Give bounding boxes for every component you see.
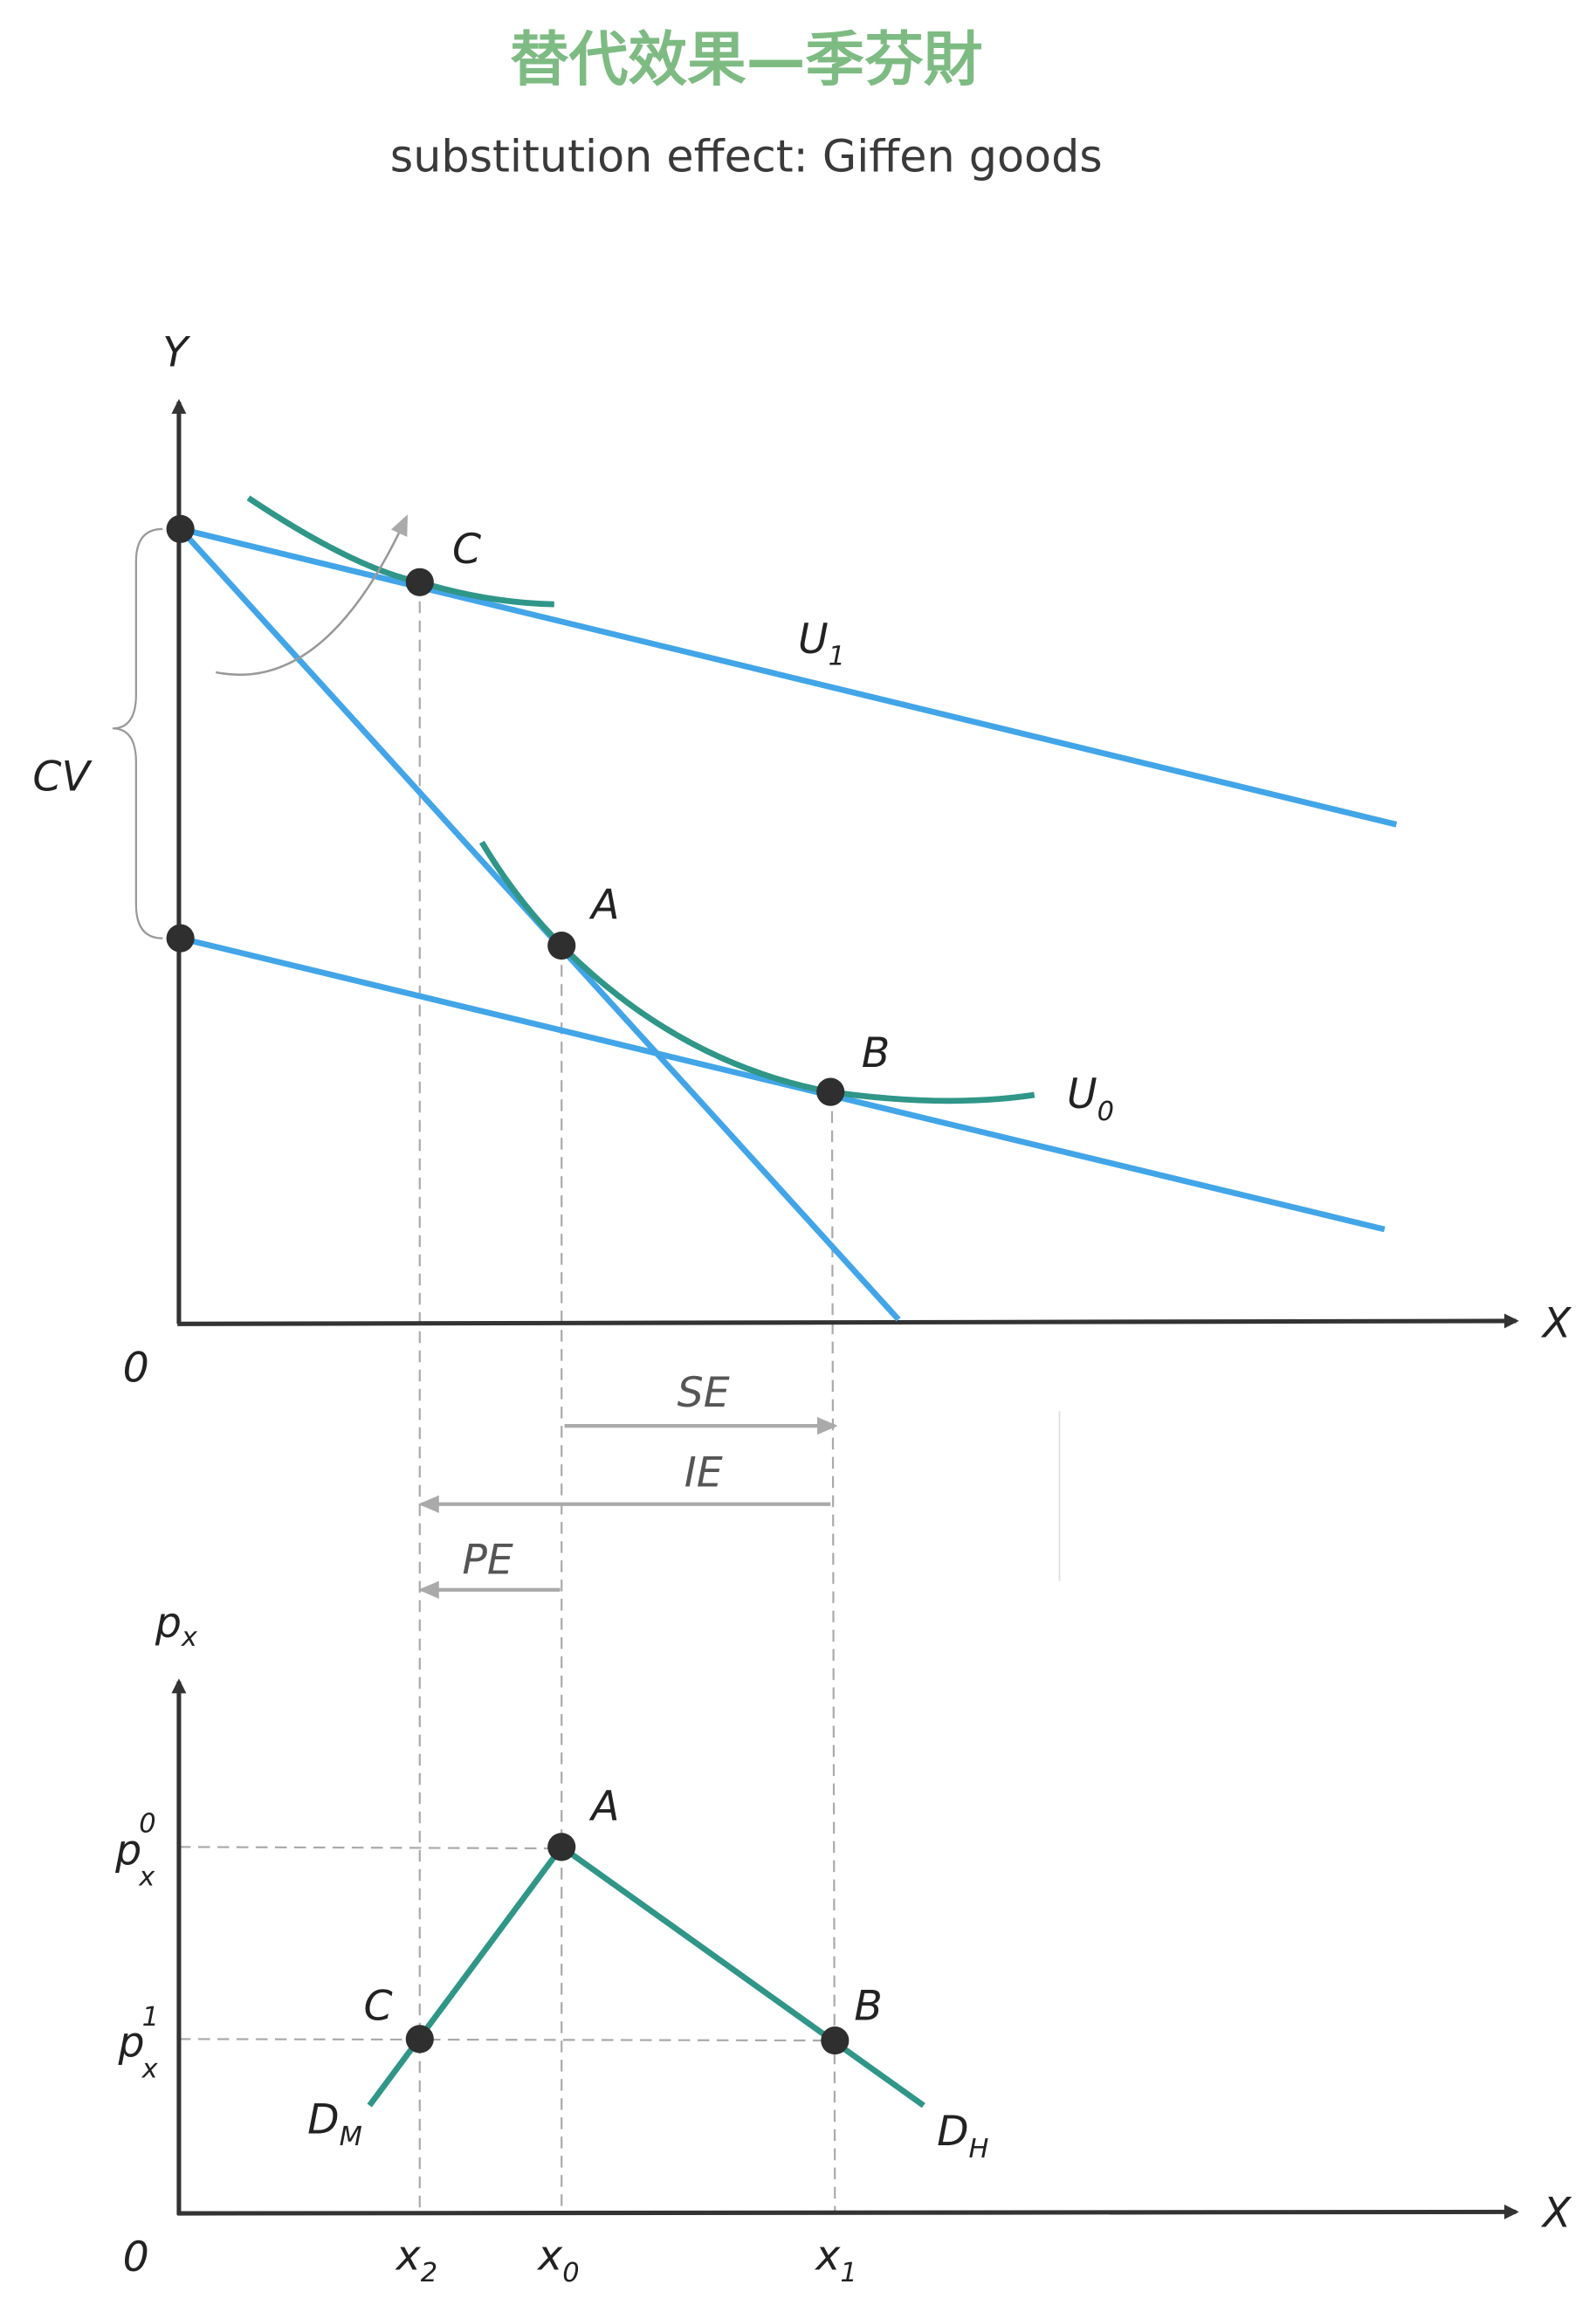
- cv-brace: [112, 527, 163, 939]
- bottom-x-axis: [177, 2204, 1519, 2219]
- title: 替代效果—季芬財: [510, 24, 983, 93]
- top-x-axis: [177, 1313, 1519, 1329]
- point-c-bottom: [405, 2025, 434, 2054]
- point-a: [547, 932, 576, 960]
- svg-text:1: 1: [142, 2002, 159, 2033]
- budget-line-new: [179, 935, 1386, 1233]
- top-origin: 0: [123, 1344, 149, 1392]
- label-x2: x2: [395, 2232, 437, 2288]
- label-p0: p 0 x: [114, 1808, 155, 1892]
- top-x-label: X: [1540, 1300, 1572, 1348]
- label-x1: x1: [814, 2232, 856, 2288]
- bottom-points: [405, 1833, 850, 2055]
- point-b-bottom: [821, 2026, 850, 2055]
- se-label: SE: [678, 1369, 730, 1417]
- label-dm: DM: [307, 2096, 362, 2153]
- guide-lines: [178, 581, 836, 2214]
- point-a-bottom: [547, 1833, 576, 1861]
- label-c-bottom: C: [363, 1982, 392, 2030]
- label-c: C: [452, 526, 481, 574]
- bottom-origin: 0: [123, 2233, 149, 2281]
- label-u0: U0: [1067, 1070, 1114, 1127]
- demand-dh: [560, 1844, 925, 2109]
- label-a: A: [588, 882, 619, 930]
- svg-text:x: x: [138, 1861, 155, 1892]
- label-u1: U1: [798, 616, 845, 672]
- bottom-y-label: px: [155, 1600, 198, 1653]
- label-a-bottom: A: [588, 1783, 619, 1831]
- cv-label: CV: [32, 753, 93, 801]
- label-b: B: [862, 1029, 891, 1077]
- label-b-bottom: B: [854, 1982, 883, 2030]
- pe-label: PE: [462, 1536, 513, 1584]
- rotation-arrow: [215, 514, 408, 677]
- bottom-x-label: X: [1540, 2189, 1572, 2237]
- label-p1: p 1 x: [118, 2002, 159, 2084]
- top-y-label: Y: [162, 329, 191, 377]
- svg-text:x: x: [141, 2054, 159, 2084]
- top-points: [166, 514, 845, 1106]
- budget-lines: [178, 526, 1398, 1322]
- indifference-curve-u0: [478, 840, 1035, 1104]
- svg-text:0: 0: [139, 1808, 155, 1839]
- svg-text:p: p: [118, 2019, 145, 2068]
- ie-label: IE: [684, 1448, 723, 1497]
- demand-dm: [367, 1845, 564, 2108]
- svg-text:p: p: [114, 1827, 141, 1875]
- label-x0: x0: [536, 2232, 579, 2288]
- indifference-curve-u1: [246, 495, 554, 608]
- point-b: [816, 1077, 845, 1106]
- subtitle: substitution effect: Giffen goods: [390, 130, 1103, 182]
- budget-line-compensated: [179, 526, 1398, 828]
- demand-curves: [367, 1844, 925, 2109]
- label-dh: DH: [937, 2108, 988, 2164]
- point-c: [405, 568, 434, 596]
